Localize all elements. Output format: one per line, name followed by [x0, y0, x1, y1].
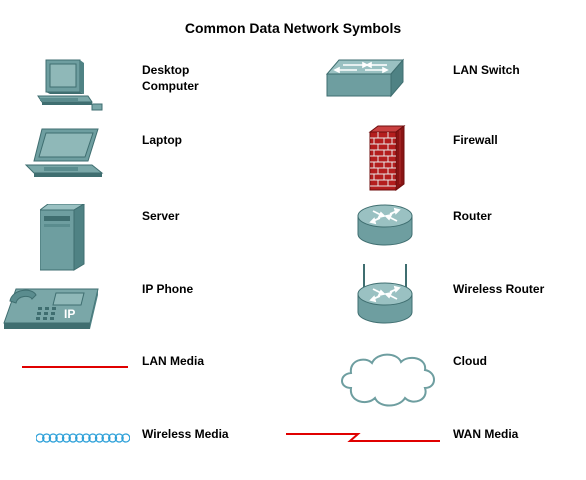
wireless-media-wave — [36, 433, 130, 443]
lan-media-line — [22, 366, 128, 368]
wireless-router-label: Wireless Router — [453, 282, 545, 296]
cloud-label: Cloud — [453, 354, 487, 368]
ip-phone-label: IP Phone — [142, 282, 194, 296]
lan-media-label: LAN Media — [142, 354, 205, 368]
desktop-computer-icon — [37, 59, 103, 111]
laptop-label: Laptop — [142, 133, 182, 147]
ip-phone-icon: IP — [3, 288, 99, 329]
laptop-icon — [24, 128, 104, 177]
wireless-router-icon — [357, 264, 413, 324]
firewall-label: Firewall — [453, 133, 498, 147]
wan-media-line — [286, 433, 440, 442]
wireless-media-label: Wireless Media — [142, 427, 229, 441]
router-label: Router — [453, 209, 492, 223]
ip-phone-text: IP — [64, 307, 75, 321]
server-label: Server — [142, 209, 180, 223]
router-icon — [357, 204, 413, 246]
server-icon — [40, 204, 85, 271]
lan-switch-icon — [325, 58, 405, 98]
firewall-icon — [368, 125, 406, 191]
wan-media-label: WAN Media — [453, 427, 519, 441]
desktop-computer-label: Desktop Computer — [142, 63, 199, 93]
cloud-icon — [341, 353, 435, 407]
diagram-title: Common Data Network Symbols — [184, 20, 402, 36]
lan-switch-label: LAN Switch — [453, 63, 520, 77]
